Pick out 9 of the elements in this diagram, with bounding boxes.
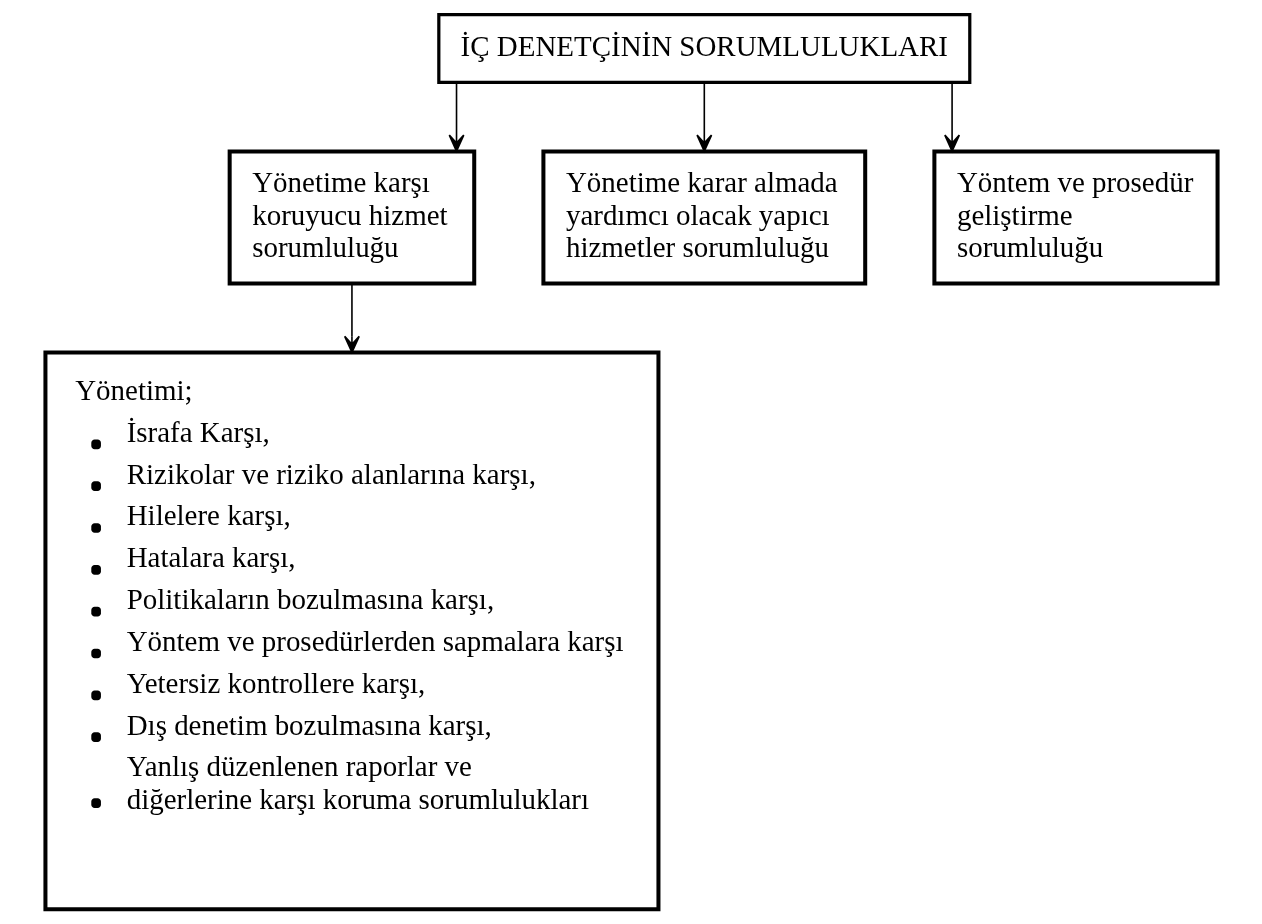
node-box: Yöntem ve prosedür geliştirme sorumluluğu <box>931 149 1220 286</box>
arrow <box>343 282 360 354</box>
arrow <box>943 81 960 152</box>
node-box: İÇ DENETÇİNİN SORUMLULUKLARI <box>436 13 971 84</box>
arrow <box>695 81 712 152</box>
node-box: Yönetime karar almada yardımcı olacak yapıcı hizmetler sorumluluğu <box>540 149 867 286</box>
node-box: Yönetime karşı koruyucu hizmet sorumluluğu <box>227 149 476 286</box>
arrow <box>448 81 465 152</box>
node-box: Yönetimi; İsrafa Karşı, Rizikolar ve riziko alanlarına karşı, Hilelere karşı, Hatalara karşı, Politikaların bozulmasına karşı, Yöntem ve prosedürlerden sapmalara karşı Yetersiz kontrollere karşı, Dış denetim bozulmasına karşı, Yanlış düzenlenen raporlar ve diğerlerine karşı koruma sorumlulukları <box>42 350 660 912</box>
